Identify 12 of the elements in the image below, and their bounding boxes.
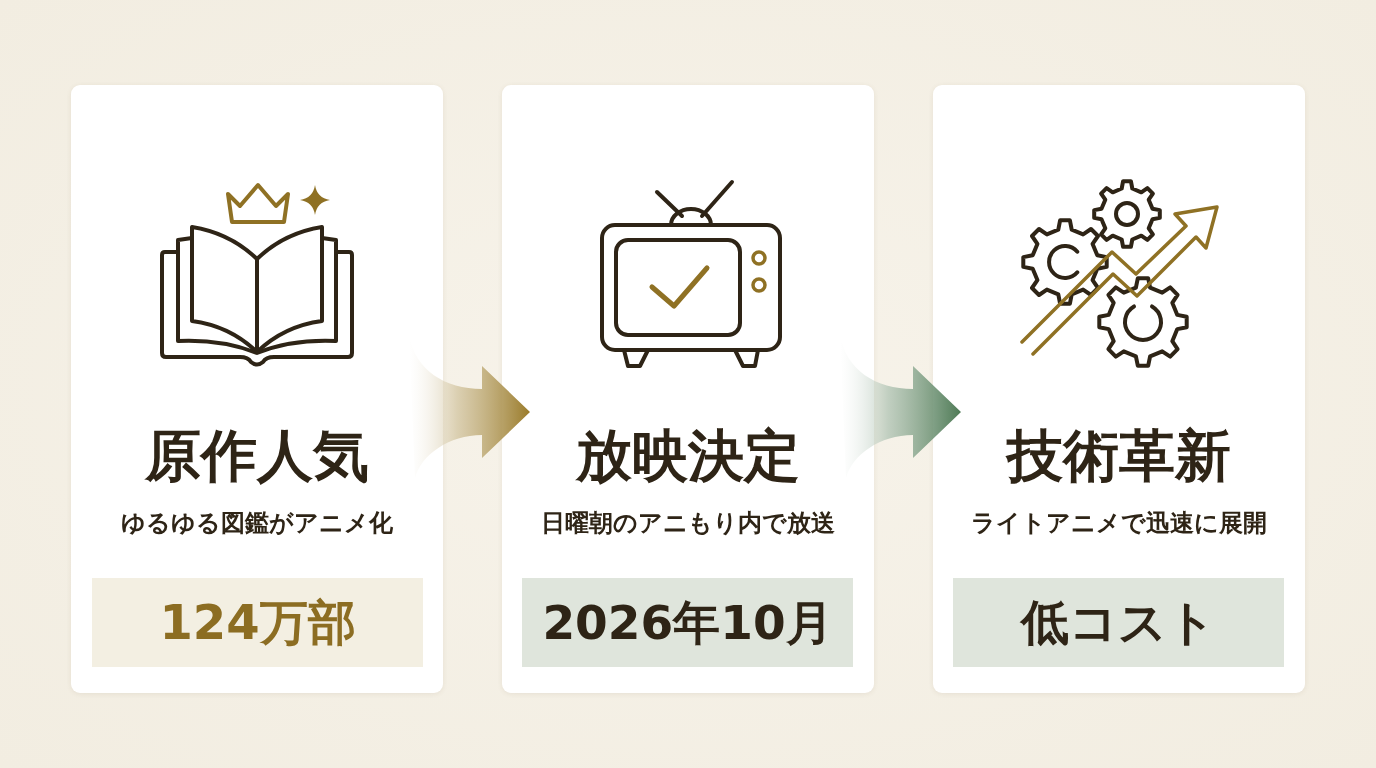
card	[933, 85, 1305, 693]
card	[71, 85, 443, 693]
value-panel: 2026年10月	[522, 578, 853, 667]
card-heading: 放映決定	[576, 423, 800, 487]
card-subtitle: ライトアニメで迅速に展開	[971, 508, 1267, 538]
card-heading: 原作人気	[145, 423, 369, 487]
card-subtitle: ゆるゆる図鑑がアニメ化	[121, 508, 393, 538]
value-panel: 低コスト	[953, 578, 1284, 667]
card-heading: 技術革新	[1007, 423, 1231, 487]
card	[502, 85, 874, 693]
card-subtitle: 日曜朝のアニもり内で放送	[541, 508, 835, 538]
value-panel: 124万部	[92, 578, 423, 667]
